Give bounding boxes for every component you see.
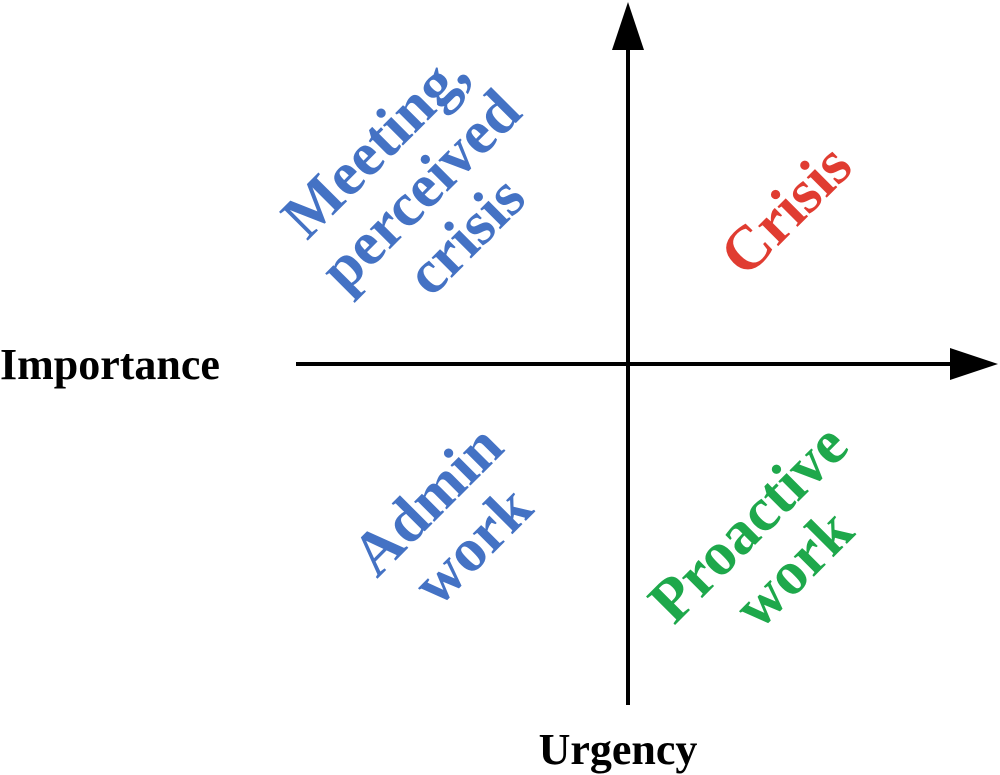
urgency-axis-label: Urgency: [539, 725, 698, 774]
quadrant-proactive-work: Proactive work: [636, 411, 867, 642]
horizontal-axis-arrowhead: [950, 348, 998, 380]
quadrant-admin-work: Admin work: [339, 412, 546, 619]
quadrant-meeting-perceived-crisis: Meeting, perceived crisis: [269, 39, 538, 308]
quadrant-crisis: Crisis: [707, 131, 865, 289]
quadrant-label-line: Crisis: [707, 131, 865, 289]
vertical-axis-arrowhead: [612, 2, 644, 50]
importance-axis-label: Importance: [0, 340, 220, 389]
